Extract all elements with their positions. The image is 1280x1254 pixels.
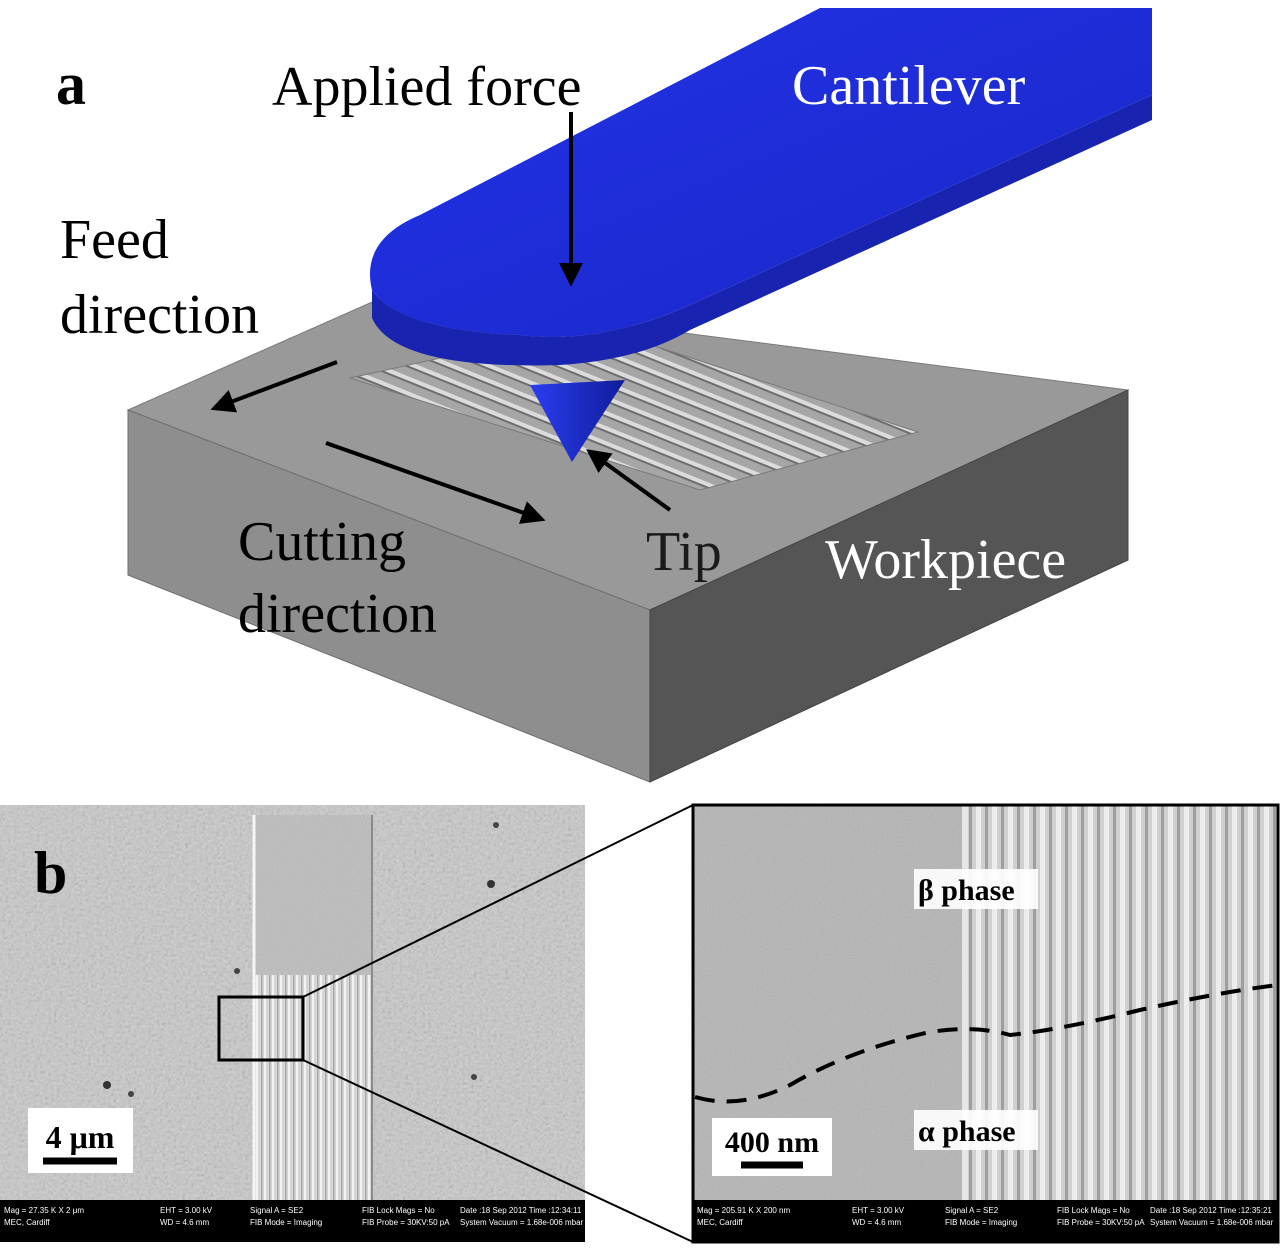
alpha-phase-label: α phase — [918, 1115, 1016, 1148]
left-info-c5a: Date :18 Sep 2012 Time :12:34:11 — [460, 1206, 582, 1215]
right-info-c1b: MEC, Cardiff — [697, 1218, 743, 1227]
feed-label-line1: Feed — [60, 209, 169, 271]
right-sem-image: β phase α phase 400 nm Mag = 205.91 K X … — [693, 805, 1278, 1242]
right-image-frame — [691, 803, 1280, 1244]
panel-b: 4 μm Mag = 27.35 K X 2 μm MEC, Cardiff E… — [0, 803, 1280, 1244]
cutting-label-line1: Cutting — [238, 511, 406, 573]
panel-a: a Applied force Cantilever Feed directio… — [56, 8, 1152, 783]
cutting-label-line2: direction — [238, 583, 437, 645]
zoom-connector-top — [302, 804, 694, 998]
workpiece-block — [126, 294, 1130, 783]
panel-a-letter: a — [56, 51, 86, 117]
zoom-region-box — [217, 995, 305, 1062]
cantilever-top — [370, 8, 1152, 337]
right-scale-bar-label: 400 nm — [725, 1126, 819, 1159]
right-info-c3a: Signal A = SE2 — [945, 1206, 999, 1215]
workpiece-side-face — [649, 389, 1129, 783]
left-info-c3a: Signal A = SE2 — [250, 1206, 304, 1215]
left-info-c1a: Mag = 27.35 K X 2 μm — [4, 1206, 84, 1215]
right-info-c5a: Date :18 Sep 2012 Time :12:35:21 — [1150, 1206, 1272, 1215]
left-scale-bar-label: 4 μm — [46, 1119, 115, 1155]
cutting-direction-arrow — [325, 441, 546, 524]
right-info-c4b: FIB Probe = 30KV:50 pA — [1057, 1218, 1145, 1227]
applied-force-label: Applied force — [272, 56, 581, 118]
right-info-c1a: Mag = 205.91 K X 200 nm — [697, 1206, 791, 1215]
left-info-c4a: FIB Lock Mags = No — [362, 1206, 435, 1215]
right-info-bar: Mag = 205.91 K X 200 nm MEC, Cardiff EHT… — [693, 1200, 1278, 1242]
feed-direction-arrow — [210, 360, 338, 413]
left-info-c4b: FIB Probe = 30KV:50 pA — [362, 1218, 450, 1227]
left-info-c3b: FIB Mode = Imaging — [250, 1218, 322, 1227]
cantilever-side — [372, 95, 1152, 366]
cantilever — [370, 8, 1152, 462]
right-info-c2b: WD = 4.6 mm — [852, 1218, 901, 1227]
right-info-c3b: FIB Mode = Imaging — [945, 1218, 1017, 1227]
cantilever-tip — [530, 380, 625, 462]
panel-b-letter: b — [34, 840, 67, 906]
tip-pointer-arrow — [586, 449, 672, 512]
tip-label: Tip — [646, 521, 722, 583]
right-info-c4a: FIB Lock Mags = No — [1057, 1206, 1130, 1215]
left-info-c1b: MEC, Cardiff — [4, 1218, 50, 1227]
left-info-c5b: System Vacuum = 1.68e-006 mbar — [460, 1218, 584, 1227]
beta-label-bg — [914, 869, 1038, 909]
cantilever-label: Cantilever — [792, 55, 1026, 117]
right-info-c5b: System Vacuum = 1.68e-006 mbar — [1150, 1218, 1274, 1227]
beta-phase-label: β phase — [918, 874, 1015, 907]
left-sem-image: 4 μm Mag = 27.35 K X 2 μm MEC, Cardiff E… — [0, 805, 585, 1242]
feed-label-line2: direction — [60, 284, 259, 346]
left-info-c2b: WD = 4.6 mm — [160, 1218, 209, 1227]
alpha-label-bg — [914, 1110, 1038, 1150]
right-info-c2a: EHT = 3.00 kV — [852, 1206, 905, 1215]
zoom-connector-bottom — [302, 1059, 694, 1243]
left-info-c2a: EHT = 3.00 kV — [160, 1206, 213, 1215]
left-info-bar: Mag = 27.35 K X 2 μm MEC, Cardiff EHT = … — [0, 1200, 585, 1242]
workpiece-label: Workpiece — [825, 529, 1066, 591]
phase-boundary — [694, 983, 1278, 1104]
